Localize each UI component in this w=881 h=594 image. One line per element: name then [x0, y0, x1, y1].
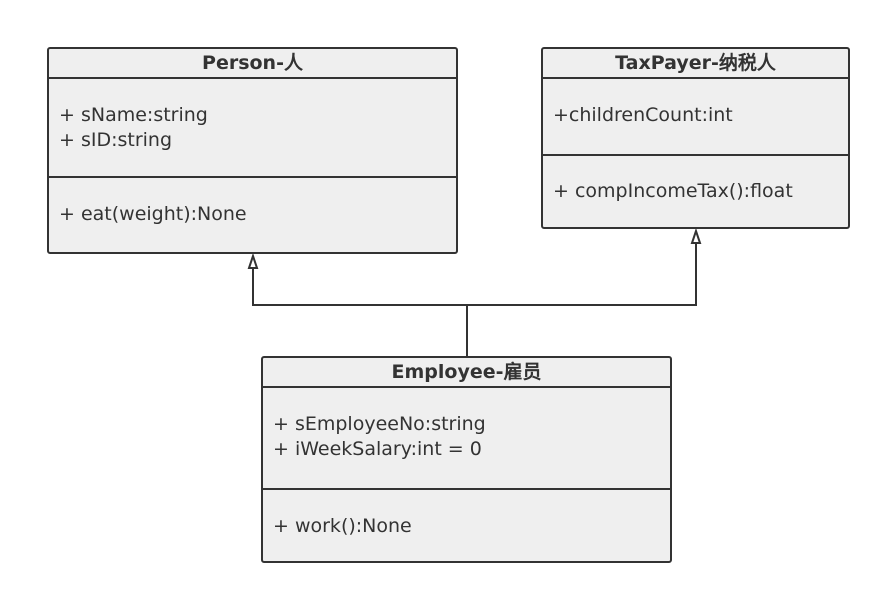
attribute: + sName:string [59, 104, 208, 126]
class-name: TaxPayer-纳税人 [543, 49, 848, 79]
operation: + compIncomeTax():float [553, 180, 793, 202]
operation: + eat(weight):None [59, 203, 247, 225]
attributes-compartment: +childrenCount:int [543, 79, 848, 156]
operations-compartment: + eat(weight):None [49, 178, 456, 227]
attributes-compartment: + sEmployeeNo:string + iWeekSalary:int =… [263, 388, 670, 490]
class-name: Person-人 [49, 49, 456, 79]
attribute: + iWeekSalary:int = 0 [273, 438, 482, 460]
inheritance-arrowhead-taxpayer [690, 227, 702, 244]
operations-compartment: + work():None [263, 490, 670, 539]
class-taxpayer[interactable]: TaxPayer-纳税人 +childrenCount:int + compIn… [541, 47, 850, 229]
inheritance-arrowhead-person [247, 252, 259, 269]
operation: + work():None [273, 515, 412, 537]
attribute: + sEmployeeNo:string [273, 413, 486, 435]
class-person[interactable]: Person-人 + sName:string + sID:string + e… [47, 47, 458, 254]
generalization-employee-person [247, 252, 468, 356]
attribute: + sID:string [59, 129, 173, 151]
class-name: Employee-雇员 [263, 358, 670, 388]
attribute: +childrenCount:int [553, 104, 733, 126]
attributes-compartment: + sName:string + sID:string [49, 79, 456, 178]
generalization-employee-taxpayer [467, 227, 702, 306]
operations-compartment: + compIncomeTax():float [543, 156, 848, 204]
class-employee[interactable]: Employee-雇员 + sEmployeeNo:string + iWeek… [261, 356, 672, 563]
